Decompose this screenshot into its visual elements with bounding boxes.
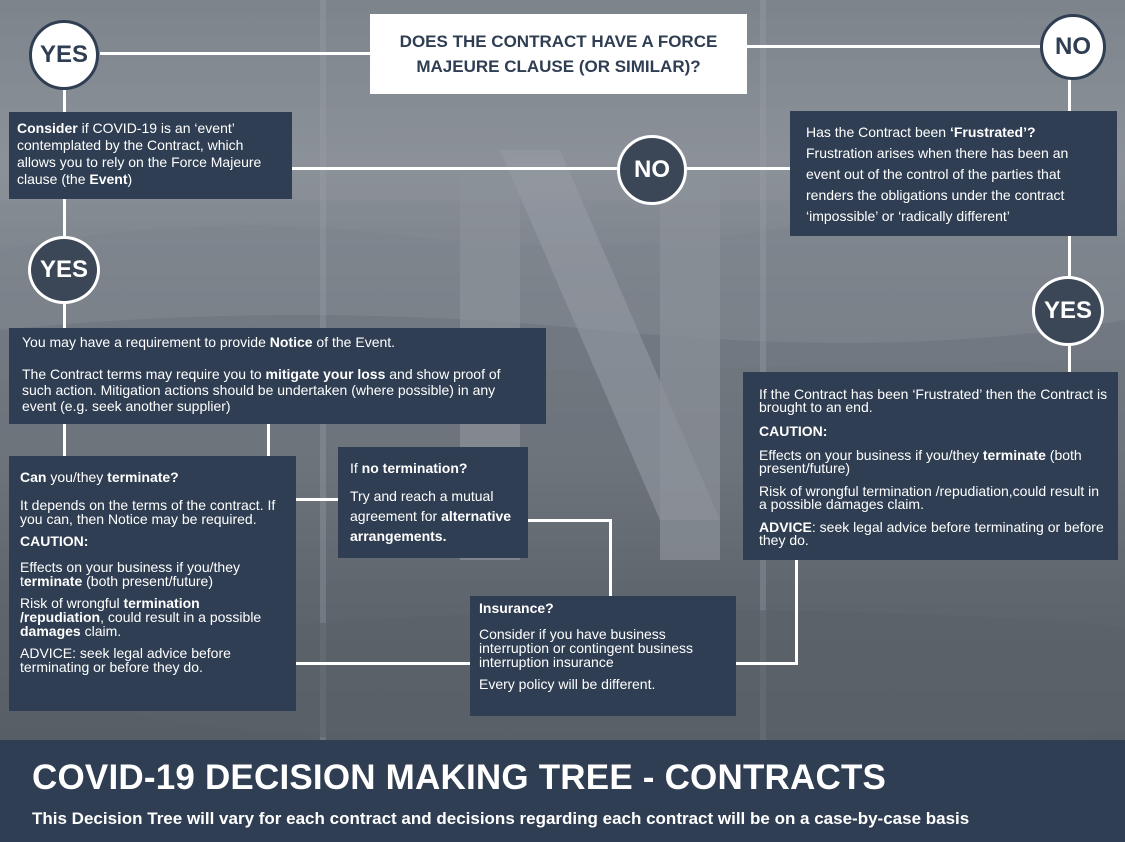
connector-line: [63, 86, 66, 112]
connector-line: [63, 199, 66, 237]
alternative-arrangements-text: Try and reach a mutual agreement for alt…: [350, 488, 512, 544]
yes-node-top: YES: [29, 20, 99, 90]
connector-line: [63, 424, 66, 456]
connector-line: [1068, 235, 1071, 277]
frustrated-result-box: If the Contract has been ‘Frustrated’ th…: [743, 372, 1118, 560]
connector-line: [267, 424, 270, 456]
frustration-question-box: Has the Contract been ‘Frustrated’? Frus…: [790, 111, 1117, 236]
footer-banner: COVID-19 DECISION MAKING TREE - CONTRACT…: [0, 740, 1125, 842]
consider-event-text: Consider if COVID-19 is an ‘event’ conte…: [17, 120, 262, 187]
connector-line: [609, 519, 612, 596]
connector-line: [1068, 344, 1071, 372]
no-termination-heading: If no termination?: [350, 460, 468, 476]
question-line-2: MAJEURE CLAUSE (OR SIMILAR)?: [416, 57, 701, 76]
no-termination-box: If no termination? Try and reach a mutua…: [338, 447, 528, 558]
connector-line: [528, 519, 612, 522]
connector-line: [747, 45, 1042, 48]
frustrated-end-text: If the Contract has been ‘Frustrated’ th…: [759, 386, 1108, 415]
frustrated-advice-text: ADVICE: seek legal advice before termina…: [759, 519, 1104, 548]
connector-line: [736, 662, 798, 665]
terminate-effects-text: Effects on your business if you/they ter…: [20, 559, 240, 589]
frustration-definition: Frustration arises when there has been a…: [806, 145, 1069, 224]
frustrated-risk-text: Risk of wrongful termination /repudiatio…: [759, 483, 1100, 512]
notice-text: You may have a requirement to provide No…: [22, 334, 396, 350]
insurance-box: Insurance? Consider if you have business…: [470, 596, 736, 716]
connector-line: [292, 167, 617, 170]
connector-line: [1068, 78, 1071, 111]
terminate-caution-label: CAUTION:: [20, 533, 89, 549]
terminate-risk-text: Risk of wrongful termination /repudiatio…: [20, 595, 262, 639]
no-node-middle: NO: [617, 135, 687, 205]
page-subtitle: This Decision Tree will vary for each co…: [32, 809, 970, 828]
yes-node-right: YES: [1032, 276, 1104, 346]
connector-line: [795, 560, 798, 665]
frustrated-effects-text: Effects on your business if you/they ter…: [759, 447, 1082, 476]
mitigation-text: The Contract terms may require you to mi…: [22, 366, 501, 414]
insurance-heading: Insurance?: [479, 600, 554, 616]
insurance-consider-text: Consider if you have business interrupti…: [479, 626, 694, 670]
frustrated-caution-label: CAUTION:: [759, 423, 828, 439]
yes-node-left: YES: [28, 236, 100, 304]
frustration-question: Has the Contract been ‘Frustrated’?: [806, 124, 1036, 140]
connector-line: [63, 302, 66, 328]
connector-line: [100, 52, 370, 55]
terminate-heading: Can you/they terminate?: [20, 469, 179, 485]
consider-event-box: Consider if COVID-19 is an ‘event’ conte…: [9, 112, 292, 199]
question-line-1: DOES THE CONTRACT HAVE A FORCE: [399, 32, 718, 51]
terminate-box: Can you/they terminate? It depends on th…: [9, 456, 296, 711]
connector-line: [296, 662, 470, 665]
terminate-depends-text: It depends on the terms of the contract.…: [20, 497, 276, 527]
page-title: COVID-19 DECISION MAKING TREE - CONTRACT…: [32, 758, 887, 797]
connector-line: [296, 498, 338, 501]
no-node-top: NO: [1040, 14, 1106, 80]
force-majeure-question: DOES THE CONTRACT HAVE A FORCE MAJEURE C…: [370, 14, 747, 94]
notice-mitigation-box: You may have a requirement to provide No…: [9, 328, 546, 424]
connector-line: [685, 167, 791, 170]
insurance-policy-text: Every policy will be different.: [479, 676, 656, 692]
terminate-advice-text: ADVICE: seek legal advice before termina…: [20, 645, 231, 675]
